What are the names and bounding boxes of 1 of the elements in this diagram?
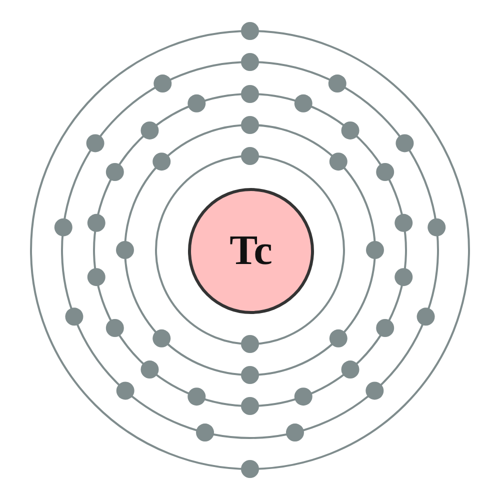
nucleus-circle: Tc xyxy=(188,188,314,314)
